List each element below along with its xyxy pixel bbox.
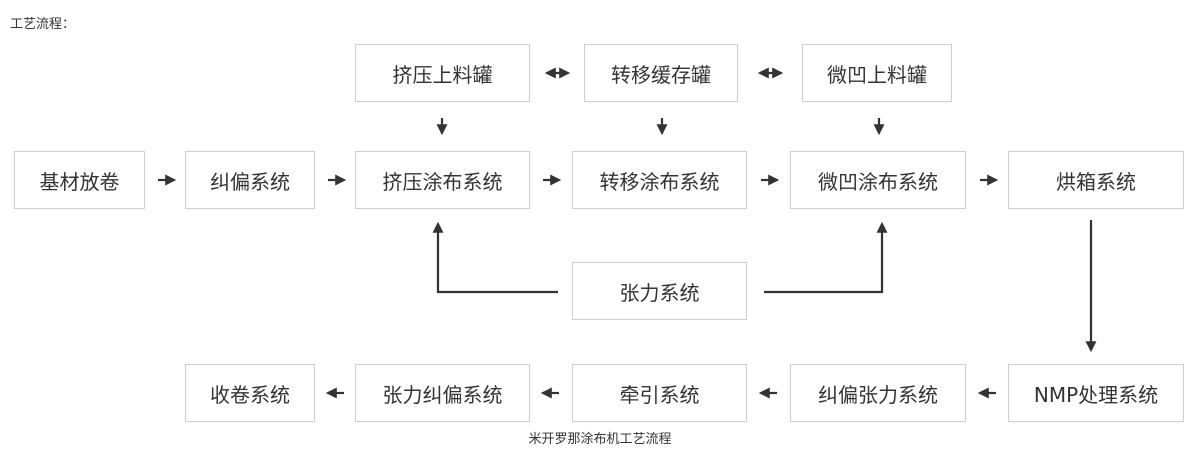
gravure-coating-box: 微凹涂布系统 [790,151,966,209]
gravure-tank-box: 微凹上料罐 [802,44,952,102]
diagram-heading: 工艺流程： [10,17,76,32]
oven-box: 烘箱系统 [1008,151,1184,209]
extrusion-coating-box: 挤压涂布系统 [355,151,530,209]
diagram-caption: 米开罗那涂布机工艺流程 [528,432,672,447]
tension-left-arrow [432,221,558,294]
rewind-box: 收卷系统 [185,364,315,422]
tension-box: 张力系统 [572,262,747,320]
tension-correction-box: 张力纠偏系统 [355,364,530,422]
transfer-buffer-tank-box: 转移缓存罐 [584,44,738,102]
extrusion-tank-box: 挤压上料罐 [355,44,530,102]
correction-box: 纠偏系统 [185,151,315,209]
traction-box: 牵引系统 [572,364,747,422]
unwind-box: 基材放卷 [14,151,145,209]
transfer-coating-box: 转移涂布系统 [572,151,747,209]
tension-right-arrow [764,221,888,294]
correction-tension-box: 纠偏张力系统 [790,364,966,422]
nmp-box: NMP处理系统 [1008,364,1184,422]
